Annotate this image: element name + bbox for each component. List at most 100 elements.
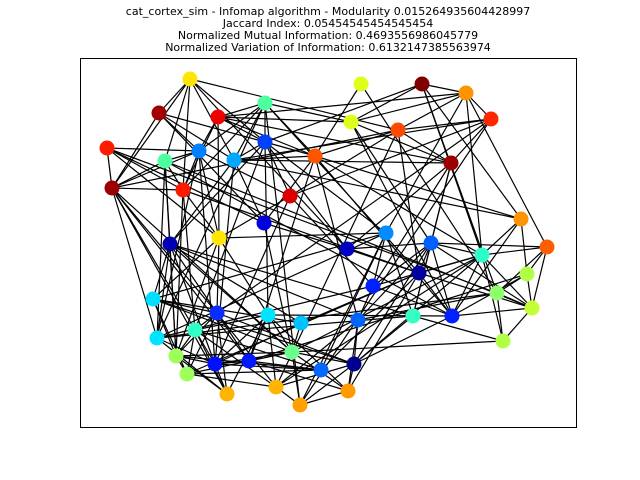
- graph-edge: [346, 162, 452, 250]
- graph-edge: [397, 129, 452, 164]
- graph-node: [257, 95, 273, 111]
- graph-edge: [152, 298, 302, 324]
- graph-edge: [264, 102, 352, 123]
- graph-node: [284, 344, 300, 360]
- graph-edge: [233, 159, 452, 164]
- graph-edge: [372, 242, 432, 287]
- graph-edge: [198, 150, 220, 239]
- graph-edge: [152, 298, 355, 365]
- graph-edge: [217, 116, 266, 143]
- graph-edge: [350, 121, 452, 164]
- plot-frame: [80, 58, 577, 428]
- graph-edge: [216, 312, 250, 362]
- graph-node: [210, 109, 226, 125]
- graph-node: [458, 85, 474, 101]
- graph-edge: [111, 187, 158, 339]
- graph-edge: [158, 78, 191, 114]
- graph-node: [168, 348, 184, 364]
- graph-node: [209, 305, 225, 321]
- graph-edge: [372, 232, 387, 287]
- graph-edge: [357, 242, 432, 321]
- graph-node: [175, 182, 191, 198]
- graph-edge: [291, 254, 483, 353]
- node-layer: [99, 71, 555, 413]
- graph-edge: [350, 121, 432, 244]
- graph-node: [162, 236, 178, 252]
- graph-node: [443, 155, 459, 171]
- graph-edge: [314, 155, 359, 321]
- graph-edge: [217, 116, 220, 239]
- graph-edge: [299, 363, 355, 406]
- graph-edge: [299, 390, 349, 406]
- graph-edge: [289, 129, 399, 197]
- graph-edge: [194, 329, 277, 388]
- title-line-4: Normalized Variation of Information: 0.6…: [165, 41, 491, 54]
- graph-edge: [214, 322, 302, 365]
- graph-node: [257, 134, 273, 150]
- graph-edge: [214, 314, 269, 365]
- graph-edge: [320, 272, 420, 371]
- graph-edge: [451, 254, 483, 317]
- graph-node: [340, 383, 356, 399]
- graph-edge: [267, 314, 277, 388]
- graph-edge: [156, 102, 266, 339]
- graph-edge: [397, 129, 420, 274]
- graph-node: [151, 105, 167, 121]
- graph-node: [390, 122, 406, 138]
- graph-node: [149, 330, 165, 346]
- graph-edge: [169, 243, 293, 353]
- graph-node: [353, 76, 369, 92]
- graph-node: [346, 356, 362, 372]
- graph-edge: [169, 243, 218, 314]
- graph-node: [157, 153, 173, 169]
- graph-edge: [152, 298, 293, 353]
- graph-edge: [353, 315, 414, 365]
- graph-edge: [198, 150, 291, 197]
- graph-node: [519, 266, 535, 282]
- graph-edge: [248, 360, 349, 392]
- graph-edge: [520, 218, 528, 275]
- graph-edge: [169, 243, 216, 365]
- graph-edge: [233, 159, 522, 220]
- title-line-2: Jaccard Index: 0.05454545454545454: [222, 17, 434, 30]
- graph-edge: [186, 373, 277, 388]
- graph-node: [350, 312, 366, 328]
- graph-node: [268, 379, 284, 395]
- graph-edge: [175, 351, 293, 357]
- graph-edge: [248, 360, 322, 371]
- graph-edge: [156, 150, 200, 339]
- graph-edge: [430, 242, 483, 256]
- graph-edge: [169, 243, 177, 357]
- graph-edge: [430, 242, 548, 248]
- graph-edge: [111, 150, 200, 189]
- graph-node: [539, 239, 555, 255]
- graph-edge: [216, 312, 355, 365]
- graph-edge: [186, 369, 322, 375]
- graph-edge: [465, 92, 483, 256]
- graph-edge: [216, 312, 228, 395]
- graph-node: [191, 143, 207, 159]
- graph-node: [411, 265, 427, 281]
- graph-node: [339, 241, 355, 257]
- graph-edge: [169, 243, 302, 324]
- graph-edge: [372, 254, 483, 287]
- graph-edge: [198, 150, 216, 365]
- title-line-3: Normalized Mutual Information: 0.4693556…: [178, 29, 478, 42]
- graph-edge: [264, 83, 423, 143]
- graph-node: [474, 247, 490, 263]
- graph-edge: [346, 242, 432, 250]
- graph-edge: [111, 78, 191, 189]
- graph-node: [524, 300, 540, 316]
- graph-edge: [233, 155, 316, 161]
- graph-node: [423, 235, 439, 251]
- graph-edge: [106, 147, 184, 191]
- graph-edge: [289, 195, 374, 287]
- graph-edge: [182, 189, 220, 239]
- graph-node: [293, 315, 309, 331]
- graph-node: [219, 386, 235, 402]
- graph-edge: [158, 112, 235, 161]
- graph-edge: [217, 116, 452, 164]
- graph-node: [282, 188, 298, 204]
- graph-node: [414, 76, 430, 92]
- graph-node: [489, 285, 505, 301]
